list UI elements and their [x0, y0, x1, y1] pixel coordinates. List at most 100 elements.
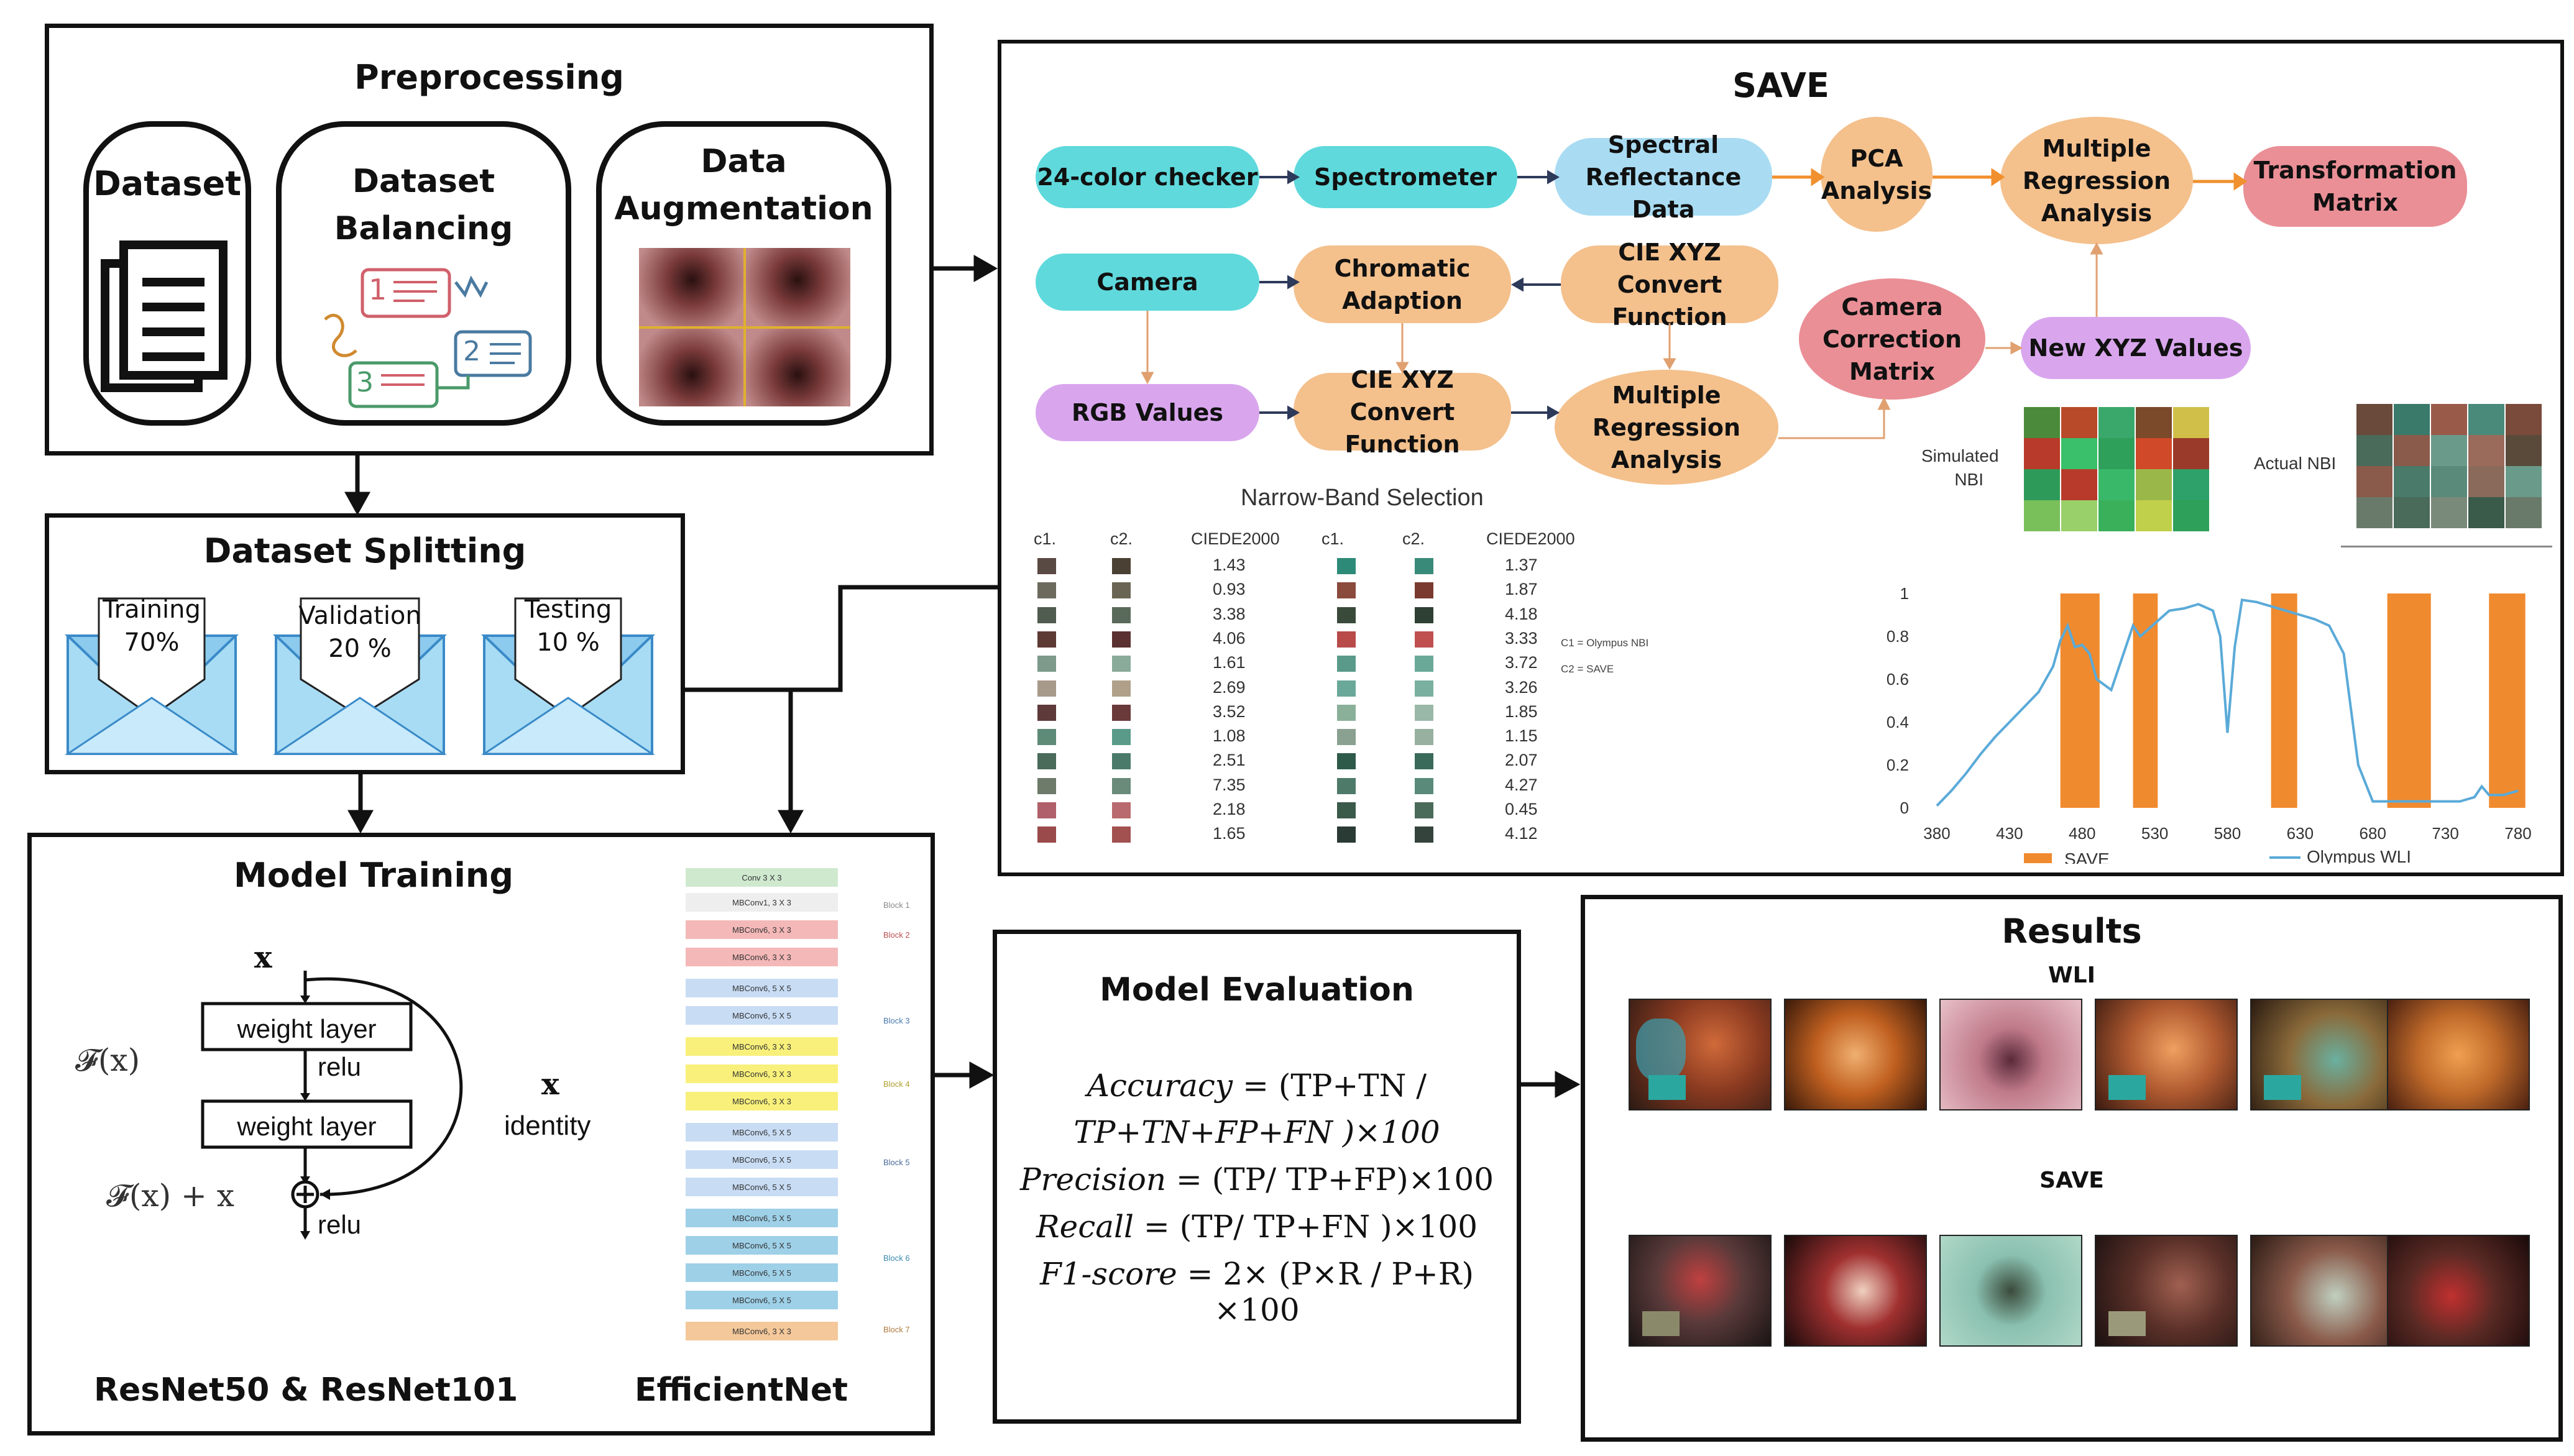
color-swatch [1415, 680, 1433, 697]
x-tick-label: 480 [2069, 824, 2095, 843]
color-swatch [1112, 656, 1131, 672]
efficientnet-block-label: Block 7 [883, 1325, 910, 1334]
camera-correction-node: Camera Correction Matrix [1799, 278, 1985, 400]
color-swatch [1112, 802, 1131, 818]
nbi-cell [2356, 497, 2392, 528]
nbi-cell [2356, 404, 2392, 435]
dataset-box: Dataset [83, 121, 251, 426]
identity-x: x [541, 1067, 559, 1102]
color-swatch [1415, 558, 1433, 574]
ciede-value: 1.43 [1213, 556, 1246, 574]
y-tick-label: 0.8 [1887, 627, 1909, 646]
efficientnet-layer: MBConv6, 5 X 5 [686, 1123, 838, 1142]
legend-wli-label: Olympus WLI [2307, 847, 2411, 864]
document-icon [101, 240, 228, 392]
efficientnet-layer: MBConv6, 5 X 5 [686, 1209, 838, 1227]
efficientnet-layer: MBConv6, 5 X 5 [686, 1263, 838, 1282]
transformation-node: Transformation Matrix [2243, 146, 2467, 227]
save-image-1 [1629, 1235, 1772, 1347]
spectrometer-node: Spectrometer [1294, 146, 1517, 208]
color-swatch [1037, 729, 1056, 746]
precision-expr: = (TP/ TP+FP)×100 [1175, 1161, 1494, 1197]
ciede-value: 3.52 [1213, 702, 1246, 721]
efficientnet-block-label: Block 5 [883, 1158, 910, 1167]
nbi-cell [2468, 466, 2504, 497]
resnet-caption: ResNet50 & ResNet101 [94, 1371, 518, 1409]
identity-label: identity [504, 1110, 591, 1141]
training-pct: 70% [124, 628, 180, 657]
balancing-label: Dataset Balancing [334, 163, 513, 247]
legend-c1: C1 = Olympus NBI [1561, 637, 1649, 649]
accuracy-expr-2: TP+TN+FP+FN )×100 [1073, 1114, 1440, 1150]
nbi-cell [2356, 435, 2392, 466]
balancing-mark-3: 3 [356, 367, 374, 398]
efficientnet-layer: MBConv6, 5 X 5 [686, 1236, 838, 1255]
color-swatch [1337, 704, 1356, 721]
legend-save-label: SAVE [2064, 849, 2110, 864]
balancing-illustration-icon [324, 268, 532, 408]
envelope-validation-icon [273, 597, 447, 755]
splitting-title: Dataset Splitting [203, 531, 526, 570]
color-swatch [1415, 826, 1433, 843]
preprocessing-title: Preprocessing [354, 58, 624, 97]
efficientnet-layer: MBConv6, 3 X 3 [686, 1037, 838, 1056]
save-panel: SAVE 24-color checker Spectrometer Spect… [998, 40, 2564, 876]
color-swatch [1337, 680, 1356, 697]
color-swatch [1337, 558, 1356, 574]
nbi-cell [2431, 435, 2467, 466]
simulated-nbi-label: Simulated NBI [1921, 446, 1999, 489]
save-band-bar [2489, 593, 2526, 808]
checker-node: 24-color checker [1036, 146, 1259, 208]
nbi-cell [2506, 497, 2542, 528]
color-swatch [1037, 631, 1056, 648]
color-swatch [1112, 704, 1131, 721]
validation-label: Validation [298, 602, 421, 630]
nbi-cell [2468, 404, 2504, 435]
y-tick-label: 0.6 [1887, 670, 1909, 689]
mra-bottom-node: Multiple Regression Analysis [1555, 370, 1778, 485]
wli-image-6 [2387, 999, 2530, 1110]
save-band-bar [2271, 593, 2297, 808]
x-tick-label: 580 [2214, 824, 2241, 843]
color-swatch [1037, 656, 1056, 672]
accuracy-expr-1: = (TP+TN / [1243, 1068, 1427, 1104]
y-tick-label: 0 [1900, 799, 1909, 817]
augmentation-image [639, 248, 850, 406]
ciede-value: 4.18 [1505, 604, 1538, 623]
nbi-cell [2431, 466, 2467, 497]
color-swatch [1112, 729, 1131, 746]
nbi-cell [2356, 466, 2392, 497]
color-swatch [1337, 582, 1356, 599]
nbi-cell [2468, 435, 2504, 466]
narrow-band-title: Narrow-Band Selection [1241, 485, 1484, 511]
efficientnet-caption: EfficientNet [635, 1371, 848, 1409]
envelope-testing-icon [481, 597, 655, 755]
efficientnet-layer: MBConv6, 5 X 5 [686, 1178, 838, 1196]
nbi-cell [2024, 438, 2060, 469]
nbi-cell [2506, 404, 2542, 435]
y-tick-label: 1 [1900, 584, 1909, 603]
color-swatch [1112, 826, 1131, 843]
x-tick-label: 780 [2504, 824, 2531, 843]
color-swatch [1037, 802, 1056, 818]
f1-expr: = 2× (P×R / P+R) ×100 [1187, 1256, 1474, 1328]
weight-layer-1: weight layer [237, 1014, 377, 1043]
envelope-training-icon [65, 597, 239, 755]
nbi-cell [2506, 435, 2542, 466]
augmentation-label: Data Augmentation [614, 143, 873, 227]
rgb-node: RGB Values [1036, 384, 1259, 441]
ciede-value: 2.69 [1213, 677, 1246, 697]
fx-label: 𝓕(x) [75, 1042, 140, 1078]
nbi-cell [2431, 404, 2467, 435]
color-swatch [1037, 582, 1056, 599]
ciede-value: 3.72 [1505, 653, 1538, 672]
nbi-cell [2173, 438, 2209, 469]
color-swatch [1112, 631, 1131, 648]
wli-image-4 [2095, 999, 2238, 1110]
ciede-value: 1.61 [1213, 653, 1246, 672]
save-image-2 [1784, 1235, 1927, 1347]
color-swatch [1415, 729, 1433, 746]
efficientnet-layer: MBConv6, 3 X 3 [686, 1322, 838, 1340]
table-header: c2. [1402, 529, 1425, 548]
efficientnet-layer: MBConv6, 5 X 5 [686, 1006, 838, 1025]
